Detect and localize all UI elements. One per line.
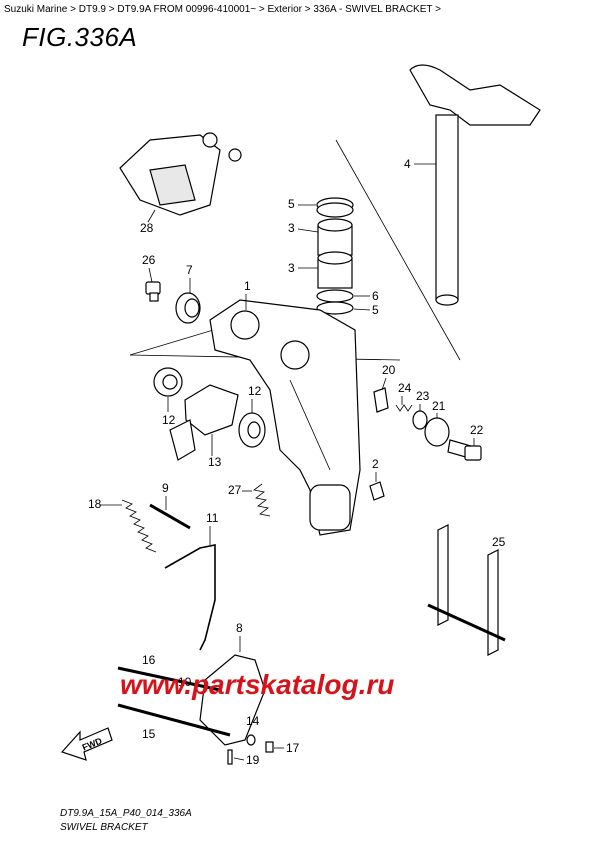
part-17-pin[interactable] bbox=[265, 741, 274, 753]
callout-27: 27 bbox=[228, 483, 242, 497]
part-12-collar-right[interactable] bbox=[238, 412, 266, 448]
watermark: www.partskatalog.ru bbox=[120, 669, 394, 700]
callout-3-lower: 3 bbox=[288, 261, 295, 275]
callout-16: 16 bbox=[142, 653, 156, 667]
figure-title: FIG.336A bbox=[22, 22, 138, 52]
callout-28: 28 bbox=[140, 221, 154, 235]
callout-22: 22 bbox=[470, 423, 484, 437]
callout-4: 4 bbox=[404, 157, 411, 171]
breadcrumb-current: 336A - SWIVEL BRACKET bbox=[313, 4, 433, 15]
part-19-cotter-pin[interactable] bbox=[227, 749, 233, 765]
part-2-screw[interactable] bbox=[369, 481, 385, 501]
callout-26: 26 bbox=[142, 253, 156, 267]
part-22-bolt[interactable] bbox=[447, 439, 482, 461]
part-28-bracket[interactable] bbox=[119, 132, 242, 216]
breadcrumb-separator: > bbox=[432, 4, 441, 15]
callout-12-right: 12 bbox=[248, 384, 262, 398]
callout-15: 15 bbox=[142, 727, 156, 741]
part-23-washer[interactable] bbox=[412, 410, 428, 430]
part-8-lever[interactable] bbox=[199, 654, 266, 746]
callout-5-bottom: 5 bbox=[372, 303, 379, 317]
callout-2: 2 bbox=[372, 457, 379, 471]
callout-6: 6 bbox=[372, 289, 379, 303]
callout-19: 19 bbox=[246, 753, 260, 767]
part-3-bushing-upper[interactable] bbox=[317, 218, 353, 256]
breadcrumb-separator: > bbox=[67, 4, 79, 15]
part-10-pin[interactable] bbox=[149, 503, 191, 530]
part-1-swivel-bracket[interactable] bbox=[209, 299, 361, 536]
part-7-bushing[interactable] bbox=[175, 292, 201, 324]
breadcrumb-link-exterior[interactable]: Exterior bbox=[267, 4, 302, 15]
part-6-washer[interactable] bbox=[316, 289, 354, 303]
breadcrumb-link-suzuki-marine[interactable]: Suzuki Marine bbox=[4, 4, 68, 15]
figure-name: SWIVEL BRACKET bbox=[60, 822, 148, 833]
callout-3-upper: 3 bbox=[288, 221, 295, 235]
part-5-bushing-top[interactable] bbox=[316, 197, 354, 218]
breadcrumb-separator: > bbox=[301, 4, 314, 15]
callout-12-left: 12 bbox=[162, 413, 176, 427]
part-11-link-rod[interactable] bbox=[164, 544, 216, 651]
part-24-spring[interactable] bbox=[395, 404, 413, 412]
part-27-spring[interactable] bbox=[253, 483, 271, 517]
figure-code: DT9.9A_15A_P40_014_336A bbox=[60, 808, 192, 819]
part-26-bolt[interactable] bbox=[145, 281, 161, 302]
callout-10: 9 bbox=[162, 481, 169, 495]
part-18-spring[interactable] bbox=[121, 499, 157, 553]
callout-9: 10 bbox=[178, 675, 192, 689]
part-15-shaft[interactable] bbox=[117, 703, 231, 737]
callout-18: 18 bbox=[88, 497, 102, 511]
callout-20: 20 bbox=[382, 363, 396, 377]
callout-21: 21 bbox=[432, 399, 446, 413]
breadcrumb-link-dt9-9a[interactable]: DT9.9A FROM 00996-410001~ bbox=[117, 4, 257, 15]
callout-17: 17 bbox=[286, 741, 300, 755]
callout-11: 11 bbox=[206, 511, 219, 525]
callout-25: 25 bbox=[492, 535, 506, 549]
breadcrumb-separator: > bbox=[256, 4, 268, 15]
part-4-steering-shaft[interactable] bbox=[409, 64, 541, 306]
callout-13: 13 bbox=[208, 455, 222, 469]
callout-24: 24 bbox=[398, 381, 412, 395]
part-13-stopper[interactable] bbox=[169, 384, 239, 461]
part-5-bushing-bottom[interactable] bbox=[316, 301, 354, 315]
breadcrumb-separator: > bbox=[106, 4, 118, 15]
part-14-washer[interactable] bbox=[246, 734, 256, 746]
breadcrumb: Suzuki Marine > DT9.9 > DT9.9A FROM 0099… bbox=[4, 4, 441, 15]
callout-23: 23 bbox=[416, 389, 430, 403]
part-20-plate[interactable] bbox=[373, 387, 389, 413]
callout-8: 8 bbox=[236, 621, 243, 635]
callout-14: 14 bbox=[246, 714, 260, 728]
breadcrumb-link-dt9-9[interactable]: DT9.9 bbox=[78, 4, 106, 15]
callout-1: 1 bbox=[244, 279, 251, 293]
callout-5-top: 5 bbox=[288, 197, 295, 211]
part-3-bushing-lower[interactable] bbox=[317, 251, 353, 289]
fwd-arrow-icon: FWD bbox=[60, 727, 113, 761]
part-16-shaft[interactable] bbox=[117, 666, 221, 692]
part-21-knob[interactable] bbox=[424, 417, 450, 447]
part-12-collar-left[interactable] bbox=[153, 367, 183, 397]
callout-7: 7 bbox=[186, 263, 193, 277]
part-25-clamp[interactable] bbox=[427, 524, 506, 656]
